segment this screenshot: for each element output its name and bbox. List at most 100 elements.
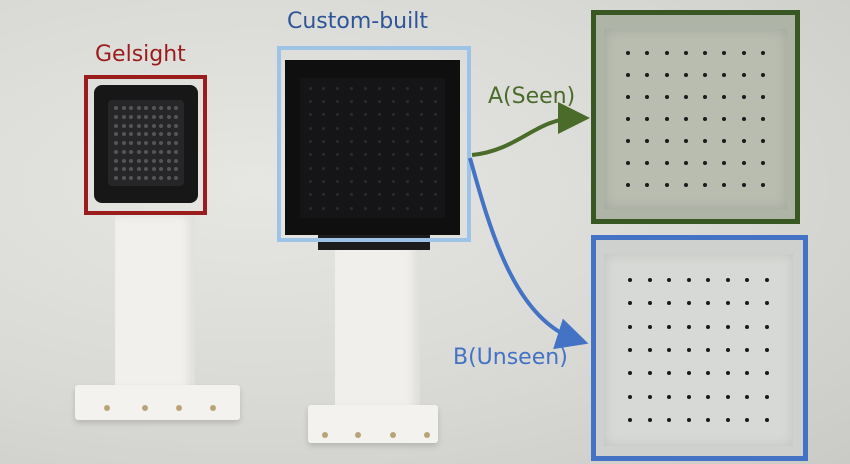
gelsight-marker-dot	[166, 176, 171, 180]
gelsight-marker-dot	[151, 167, 156, 172]
unseen-marker-dot	[706, 278, 711, 282]
custom-marker-dot	[364, 193, 368, 197]
gelsight-marker-dot	[129, 167, 133, 172]
unseen-marker-dot	[765, 394, 769, 399]
custom-marker-dot	[433, 179, 437, 183]
custom-marker-dot	[405, 113, 409, 117]
gelsight-marker-dot	[136, 123, 141, 128]
unseen-marker-dot	[745, 301, 750, 306]
custom-marker-dot	[405, 166, 409, 170]
unseen-marker-dot	[647, 394, 652, 399]
seen-marker-dot	[664, 183, 669, 187]
custom-marker-dot	[377, 179, 381, 183]
seen-marker-dot	[761, 51, 765, 55]
gelsight-marker-dot	[114, 149, 118, 154]
gelsight-marker-dot	[166, 106, 171, 110]
unseen-marker-dot	[745, 394, 750, 399]
seen-marker-dot	[626, 161, 630, 165]
unseen-marker-dot	[667, 348, 672, 352]
custom-marker-dot	[433, 139, 437, 143]
gelsight-marker-dot	[129, 123, 133, 128]
gelsight-marker-dot	[144, 176, 148, 180]
gelsight-marker-dot	[166, 123, 171, 128]
gelsight-marker-dot	[136, 167, 141, 172]
seen-marker-dot	[741, 183, 746, 187]
seen-marker-dot	[626, 117, 630, 121]
custom-marker-dot	[377, 206, 381, 210]
gelsight-marker-dot	[166, 132, 171, 137]
custom-marker-dot	[391, 126, 395, 130]
custom-marker-dot	[377, 139, 381, 143]
custom-marker-dot	[419, 139, 423, 143]
custom-marker-dot	[364, 206, 368, 210]
custom-marker-dot	[364, 113, 368, 117]
custom-marker-dot	[322, 206, 326, 210]
custom-marker-dot	[336, 126, 340, 130]
gelsight-marker-dot	[174, 114, 178, 119]
unseen-marker-dot	[686, 324, 691, 329]
unseen-marker-dot	[647, 301, 652, 306]
custom-marker-dot	[350, 193, 354, 197]
gelsight-marker-dot	[174, 141, 178, 145]
custom-marker-dot	[405, 99, 409, 103]
seen-marker-dot	[683, 161, 688, 165]
seen-marker-dot	[703, 139, 708, 143]
seen-marker-dot	[761, 183, 765, 187]
unseen-marker-dot	[725, 278, 730, 282]
seen-marker-dot	[741, 51, 746, 55]
unseen-marker-dot	[706, 301, 711, 306]
custom-marker-dot	[322, 99, 326, 103]
custom-marker-dot	[391, 86, 395, 90]
unseen-marker-dot	[628, 418, 632, 422]
gelsight-marker-dot	[151, 132, 156, 137]
custom-marker-dot	[377, 193, 381, 197]
unseen-marker-dot	[745, 348, 750, 352]
unseen-marker-dot	[765, 278, 769, 282]
unseen-marker-dot	[667, 278, 672, 282]
gelsight-marker-dot	[114, 106, 118, 110]
custom-marker-dot	[419, 166, 423, 170]
gelsight-marker-dot	[159, 149, 163, 154]
gelsight-marker-dot	[174, 176, 178, 180]
gelsight-marker-dot	[159, 123, 163, 128]
custom-marker-dot	[364, 86, 368, 90]
gelsight-marker-dot	[144, 167, 148, 172]
gelsight-marker-dot	[159, 167, 163, 172]
custom-marker-dot	[405, 153, 409, 157]
unseen-marker-dot	[628, 394, 632, 399]
gelsight-marker-dot	[136, 149, 141, 154]
seen-marker-dot	[741, 73, 746, 77]
gelsight-marker-dot	[129, 114, 133, 119]
gelsight-marker-dot	[136, 106, 141, 110]
unseen-marker-dot	[647, 324, 652, 329]
custom-marker-dot	[308, 86, 312, 90]
custom-marker-dot	[350, 139, 354, 143]
gelsight-marker-dot	[174, 123, 178, 128]
seen-marker-dot	[722, 117, 727, 121]
unseen-marker-dot	[686, 278, 691, 282]
seen-marker-dot	[683, 117, 688, 121]
seen-marker-dot	[683, 95, 688, 99]
custom-marker-dot	[419, 153, 423, 157]
unseen-marker-dot	[725, 324, 730, 329]
custom-marker-dot	[308, 193, 312, 197]
seen-marker-dot	[626, 73, 630, 77]
custom-marker-dot	[322, 179, 326, 183]
gelsight-marker-dot	[114, 167, 118, 172]
gelsight-marker-dot	[129, 141, 133, 145]
custom-marker-dot	[433, 86, 437, 90]
custom-marker-dot	[433, 153, 437, 157]
seen-marker-dot	[664, 161, 669, 165]
custom-marker-dot	[377, 99, 381, 103]
gelsight-marker-dot	[159, 141, 163, 145]
custom-marker-dot	[391, 166, 395, 170]
unseen-marker-dot	[706, 394, 711, 399]
unseen-marker-dot	[667, 301, 672, 306]
custom-marker-dot	[350, 206, 354, 210]
unseen-marker-dot	[745, 324, 750, 329]
custom-marker-dot	[433, 193, 437, 197]
custom-marker-dot	[336, 113, 340, 117]
gelsight-marker-dot	[114, 176, 118, 180]
gelsight-marker-dot	[136, 176, 141, 180]
